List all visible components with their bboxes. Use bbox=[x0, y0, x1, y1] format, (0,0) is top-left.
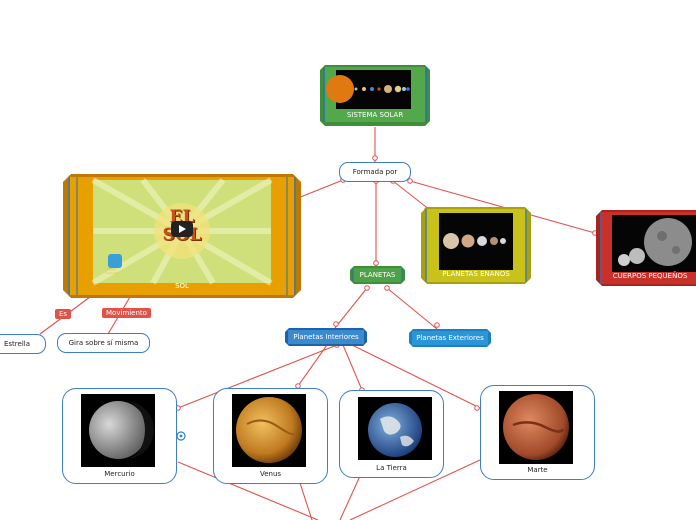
mercurio-image bbox=[81, 394, 155, 467]
venus-planet-icon bbox=[236, 397, 302, 463]
play-icon[interactable] bbox=[171, 221, 193, 237]
planetas-exteriores-label: Planetas Exteriores bbox=[416, 334, 484, 342]
mercurio-node[interactable]: Mercurio bbox=[62, 388, 177, 484]
play-icon-glyph bbox=[179, 225, 186, 233]
link-icon[interactable] bbox=[176, 431, 186, 441]
root-topic-shape bbox=[320, 65, 430, 126]
planetas-interiores-topic[interactable]: Planetas Interiores bbox=[285, 328, 367, 346]
marte-label: Marte bbox=[527, 466, 548, 474]
venus-image bbox=[232, 394, 306, 467]
planetas-enanos-label: PLANETAS ENANOS bbox=[442, 270, 510, 278]
la-tierra-image bbox=[358, 397, 432, 460]
cuerpos-pequenos-label: CUERPOS PEQUEÑOS bbox=[612, 272, 688, 280]
planetas-enanos-topic-shape bbox=[421, 207, 531, 284]
planetas-topic-shape bbox=[350, 266, 405, 284]
planetas-exteriores-shape bbox=[409, 329, 491, 347]
movimiento-relation-tag[interactable]: Movimiento bbox=[102, 308, 151, 318]
sol-topic[interactable]: EL SOL Happy Learning SOL bbox=[63, 174, 301, 298]
sol-topic-label: SOL bbox=[175, 282, 189, 290]
cuerpos-pequenos-topic-shape bbox=[596, 210, 696, 286]
planetas-topic-label: PLANETAS bbox=[359, 271, 396, 279]
planetas-exteriores-topic[interactable]: Planetas Exteriores bbox=[409, 329, 491, 347]
root-topic[interactable]: SISTEMA SOLAR bbox=[320, 65, 430, 126]
root-topic-label: SISTEMA SOLAR bbox=[346, 111, 404, 119]
marte-node[interactable]: Marte bbox=[480, 385, 595, 480]
es-relation-tag[interactable]: Es bbox=[55, 309, 72, 319]
mercurio-planet-icon bbox=[89, 401, 154, 459]
planetas-topic[interactable]: PLANETAS bbox=[350, 266, 405, 284]
estrella-node[interactable]: Estrella bbox=[0, 334, 46, 354]
cuerpos-pequenos-topic[interactable]: CUERPOS PEQUEÑOS bbox=[596, 210, 696, 286]
venus-node[interactable]: Venus bbox=[213, 388, 328, 484]
gira-sobre-si-misma-node[interactable]: Gira sobre sí misma bbox=[57, 333, 150, 353]
planetas-interiores-shape bbox=[285, 328, 367, 346]
venus-label: Venus bbox=[259, 470, 282, 478]
la-tierra-node[interactable]: La Tierra bbox=[339, 390, 444, 478]
planetas-enanos-topic[interactable]: PLANETAS ENANOS bbox=[421, 207, 531, 284]
la-tierra-planet-icon bbox=[368, 403, 422, 457]
marte-planet-icon bbox=[503, 394, 569, 460]
marte-image bbox=[499, 391, 573, 464]
mercurio-label: Mercurio bbox=[104, 470, 135, 478]
formada-por-node[interactable]: Formada por bbox=[339, 162, 411, 182]
la-tierra-label: La Tierra bbox=[376, 464, 407, 472]
happy-learning-badge: Happy Learning bbox=[105, 267, 119, 275]
planetas-interiores-label: Planetas Interiores bbox=[293, 333, 359, 341]
